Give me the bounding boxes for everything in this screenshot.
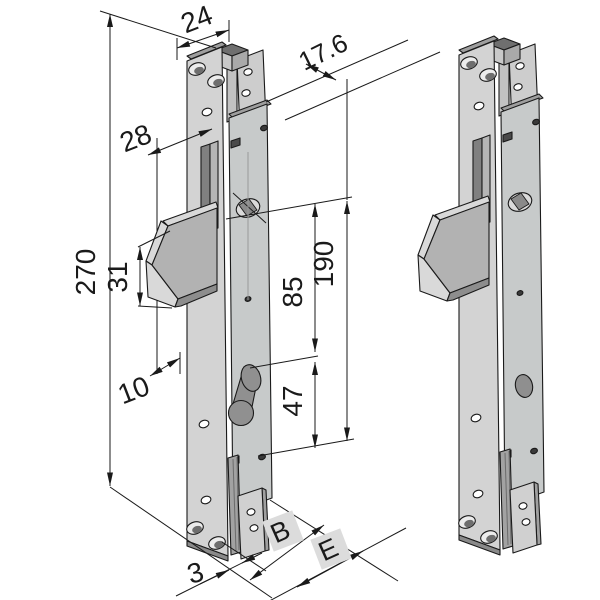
- ext-line-lower: [257, 438, 355, 457]
- dim-label-270: 270: [70, 249, 101, 296]
- callout-b-badge: B: [262, 510, 304, 552]
- dim-line-24: [176, 29, 230, 49]
- ext-line-spindle: [225, 196, 353, 220]
- ext-line-bottom: [109, 486, 273, 599]
- dim-label-28: 28: [115, 118, 155, 158]
- ext-line-cylinder: [249, 355, 319, 369]
- callout-e-badge: E: [310, 528, 352, 570]
- dim-label-31: 31: [102, 261, 133, 292]
- ext-line-case-front: [265, 39, 409, 103]
- lock-view-dimensioned: [145, 41, 273, 562]
- dim-label-190: 190: [308, 241, 339, 288]
- dim-label-17-6: 17.6: [294, 27, 353, 76]
- dim-line-28: [147, 128, 213, 156]
- lock-view-plain: [417, 35, 545, 556]
- dim-label-10: 10: [113, 370, 153, 410]
- spindle-cross-line: [232, 192, 267, 224]
- round-cylinder-hole: [514, 374, 534, 398]
- euro-cylinder-hole: [227, 364, 262, 427]
- ext-line-case-back: [284, 51, 441, 121]
- dim-label-85: 85: [277, 276, 308, 307]
- dim-label-24: 24: [176, 0, 216, 39]
- dim-line-17-6: [305, 63, 337, 81]
- dim-label-47: 47: [277, 385, 308, 416]
- dim-label-3: 3: [184, 556, 208, 590]
- dim-line-10: [149, 357, 181, 377]
- dim-line-b: [249, 524, 325, 581]
